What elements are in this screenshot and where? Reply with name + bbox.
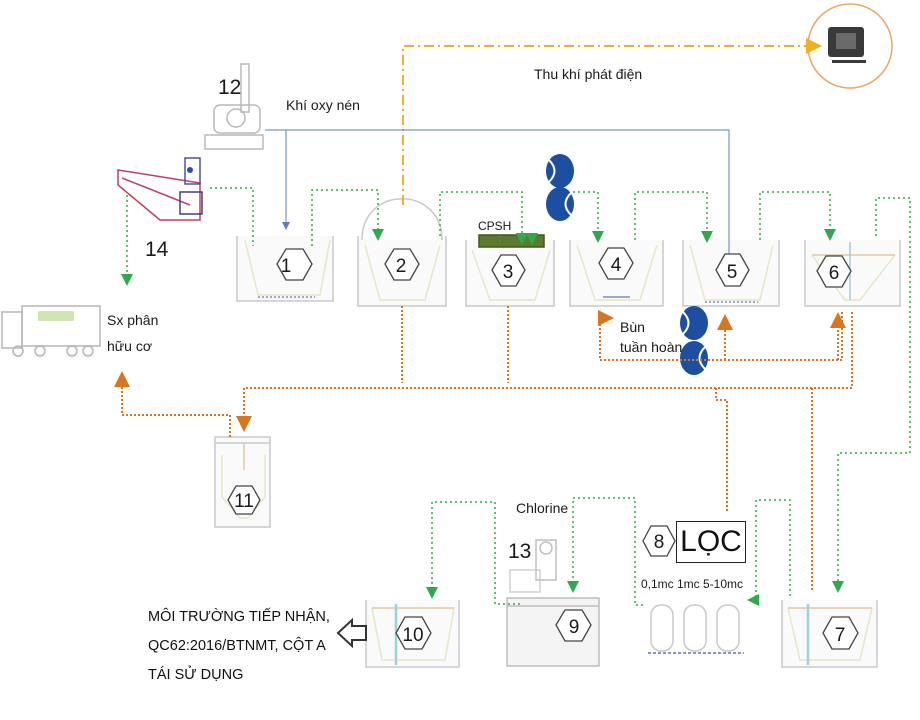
fertilizer-label-2: hữu cơ [107, 338, 153, 354]
label-13: 13 [508, 540, 531, 563]
tank-11 [214, 436, 271, 528]
svg-text:2: 2 [396, 256, 407, 277]
filter-sizes-label: 0,1mc 1mc 5-10mc [641, 577, 744, 591]
truck-icon [1, 305, 101, 357]
hex-11: 11 [227, 485, 261, 515]
svg-text:1: 1 [281, 256, 292, 277]
hex-3: 3 [491, 254, 526, 287]
hex-8: 8 [642, 525, 676, 557]
discharge-arrow-icon [336, 617, 367, 649]
svg-text:7: 7 [835, 625, 846, 646]
label-14: 14 [145, 238, 169, 261]
svg-text:10: 10 [402, 625, 423, 646]
svg-text:6: 6 [829, 263, 840, 284]
sludge-return-label-2: tuần hoàn [620, 339, 683, 355]
compressor-12 [204, 63, 264, 150]
biogas-line [402, 38, 822, 205]
sludge-lines [114, 306, 853, 592]
hex-4: 4 [598, 247, 634, 280]
hex-1: 1 [276, 248, 313, 281]
svg-text:11: 11 [234, 491, 254, 512]
filter-columns [648, 604, 744, 654]
cpsh-label: CPSH [478, 219, 512, 233]
filter-label: LỌC [676, 521, 746, 563]
oxygen-label: Khí oxy nén [286, 97, 360, 113]
sludge-return-label-1: Bùn [620, 319, 645, 335]
receiving-line-2: QC62:2016/BTNMT, CỘT A [148, 638, 326, 654]
chlorine-label: Chlorine [516, 500, 569, 516]
receiving-line-3: TÁI SỬ DỤNG [148, 667, 244, 683]
blower-icon [546, 154, 574, 221]
hex-7: 7 [822, 616, 859, 650]
fertilizer-label-1: Sx phân [107, 312, 159, 328]
hex-2: 2 [384, 248, 420, 281]
water-flow-lines [121, 187, 911, 606]
screw-press-14 [117, 157, 203, 221]
receiving-line-1: MÔI TRƯỜNG TIẾP NHẬN, [148, 609, 330, 625]
sludge-pump-icon [680, 306, 708, 375]
svg-text:5: 5 [727, 262, 738, 283]
hex-5: 5 [715, 253, 750, 287]
biogas-label: Thu khí phát điện [534, 66, 643, 82]
receiving-environment-text: MÔI TRƯỜNG TIẾP NHẬN, QC62:2016/BTNMT, C… [148, 603, 330, 690]
generator-icon [807, 3, 893, 89]
svg-text:8: 8 [654, 532, 665, 553]
svg-text:4: 4 [611, 255, 622, 276]
svg-text:3: 3 [503, 262, 514, 283]
hex-6: 6 [816, 255, 852, 288]
hex-9: 9 [555, 609, 592, 642]
label-12: 12 [218, 76, 241, 99]
oxygen-lines [265, 129, 733, 264]
svg-text:9: 9 [569, 617, 580, 638]
hex-10: 10 [395, 616, 432, 650]
